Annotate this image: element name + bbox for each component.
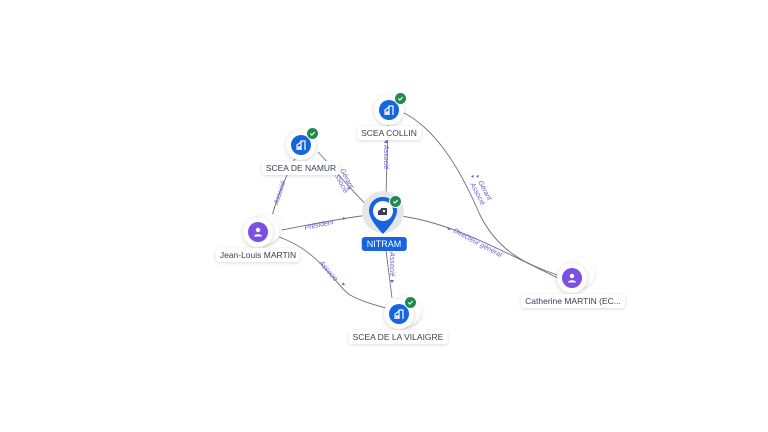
building-icon: [389, 304, 409, 324]
edge-label-jl-vilaigre: Associé: [317, 259, 339, 283]
node-label-catherine-martin[interactable]: Catherine MARTIN (EC...: [521, 294, 625, 308]
edge-jl-namur: [271, 154, 298, 217]
edge-label-nitram-vilaigre: Associé: [388, 251, 395, 277]
building-icon: [291, 135, 311, 155]
arrow-president: [343, 217, 346, 220]
arrow-cath-gerant-1: [471, 175, 474, 178]
edge-jl-vilaigre: [275, 235, 393, 311]
node-label-scea-de-la-vilaigre[interactable]: SCEA DE LA VILAIGRE: [348, 330, 448, 344]
node-label-scea-de-namur[interactable]: SCEA DE NAMUR: [261, 161, 341, 175]
person-icon: [562, 268, 582, 288]
edge-label-president: Président: [304, 219, 335, 232]
node-label-nitram[interactable]: NITRAM: [361, 237, 407, 251]
node-jean-louis-martin[interactable]: [243, 217, 273, 247]
edge-nitram-vilaigre: [385, 249, 393, 299]
verified-check-icon: [404, 296, 417, 309]
arrow-dg: [447, 227, 450, 231]
building-icon: [379, 100, 399, 120]
verified-check-icon: [306, 127, 319, 140]
arrow-cath-gerant-2: [476, 175, 479, 178]
edge-catherine-nitram: [399, 215, 559, 279]
node-scea-de-la-vilaigre[interactable]: [384, 296, 417, 329]
edge-jl-nitram: [275, 214, 371, 232]
node-label-scea-collin[interactable]: SCEA COLLIN: [357, 126, 421, 140]
building-icon: [378, 208, 387, 215]
arrow-jl-vilaigre: [342, 282, 345, 285]
verified-check-icon: [394, 92, 407, 105]
person-icon: [248, 222, 268, 242]
node-label-jean-louis-martin[interactable]: Jean-Louis MARTIN: [215, 248, 301, 262]
map-pin-icon: [369, 197, 397, 234]
node-scea-collin[interactable]: [374, 92, 407, 125]
verified-check-icon: [389, 195, 402, 208]
arrow-collin: [384, 140, 388, 143]
edge-label-jl-namur: Associé: [273, 180, 288, 207]
node-catherine-martin[interactable]: [557, 263, 587, 293]
node-scea-de-namur[interactable]: [286, 127, 319, 160]
edge-label-dg: Directeur général: [452, 228, 503, 260]
node-nitram[interactable]: [368, 195, 402, 236]
arrow-namur-1: [347, 187, 350, 190]
edge-label-collin: Associé: [382, 144, 389, 170]
arrow-nitram-vilaigre: [390, 280, 394, 283]
